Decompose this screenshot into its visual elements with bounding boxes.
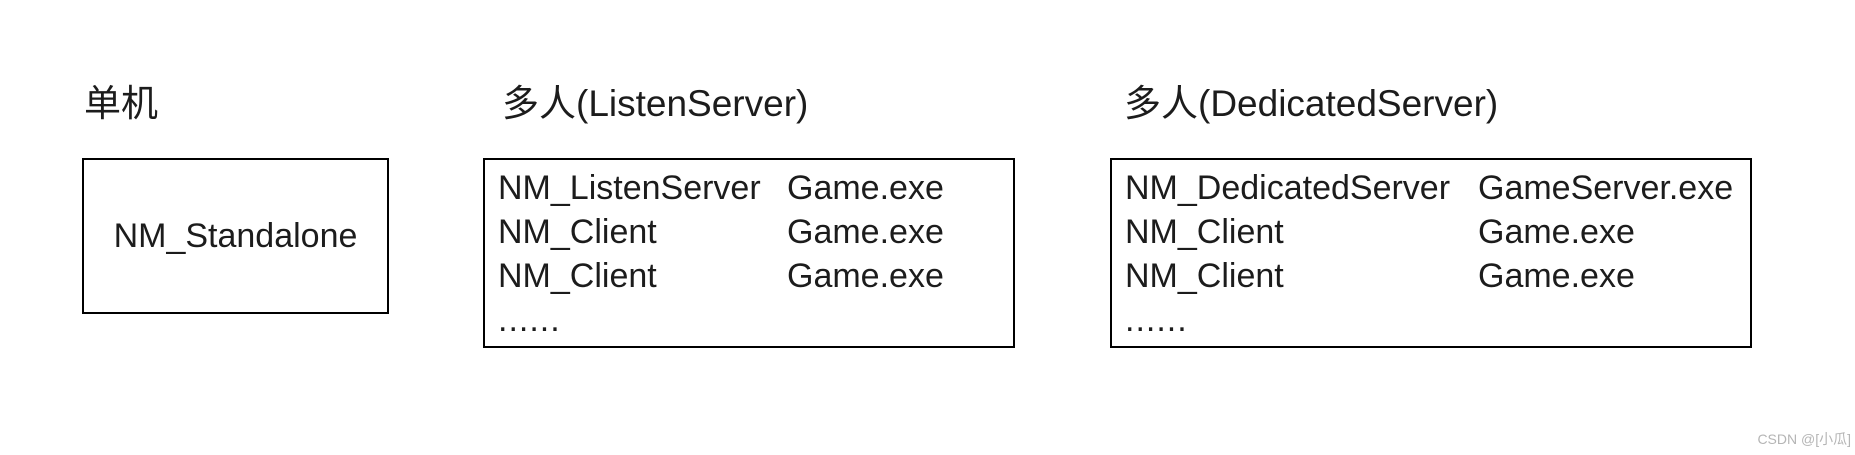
table-row: NM_Client Game.exe	[498, 254, 1013, 298]
dedicated-server-box: NM_DedicatedServer GameServer.exe NM_Cli…	[1110, 158, 1752, 348]
table-row: NM_Client Game.exe	[498, 210, 1013, 254]
process-cell: GameServer.exe	[1478, 168, 1734, 207]
netmode-cell: NM_Client	[1125, 212, 1284, 251]
table-row: NM_DedicatedServer GameServer.exe	[1125, 166, 1750, 210]
netmode-standalone-label: NM_Standalone	[113, 216, 358, 255]
netmode-cell: NM_ListenServer	[498, 168, 761, 207]
ellipsis-row: ......	[1125, 300, 1188, 339]
process-cell: Game.exe	[1478, 212, 1635, 251]
ellipsis-row: ......	[498, 300, 561, 339]
section-title-dedicated-server: 多人(DedicatedServer)	[1124, 83, 1499, 124]
table-row: NM_Client Game.exe	[1125, 210, 1750, 254]
section-title-listen-server: 多人(ListenServer)	[502, 83, 809, 124]
process-cell: Game.exe	[787, 256, 944, 295]
process-cell: Game.exe	[787, 212, 944, 251]
netmode-cell: NM_Client	[498, 212, 657, 251]
table-row: NM_ListenServer Game.exe	[498, 166, 1013, 210]
csdn-watermark: CSDN @[小瓜]	[1757, 431, 1851, 447]
standalone-box: NM_Standalone	[82, 158, 389, 314]
process-cell: Game.exe	[1478, 256, 1635, 295]
listen-server-box: NM_ListenServer Game.exe NM_Client Game.…	[483, 158, 1015, 348]
netmode-cell: NM_Client	[498, 256, 657, 295]
netmode-cell: NM_Client	[1125, 256, 1284, 295]
section-title-standalone: 单机	[84, 83, 158, 124]
process-cell: Game.exe	[787, 168, 944, 207]
netmode-cell: NM_DedicatedServer	[1125, 168, 1451, 207]
table-row: NM_Client Game.exe	[1125, 254, 1750, 298]
